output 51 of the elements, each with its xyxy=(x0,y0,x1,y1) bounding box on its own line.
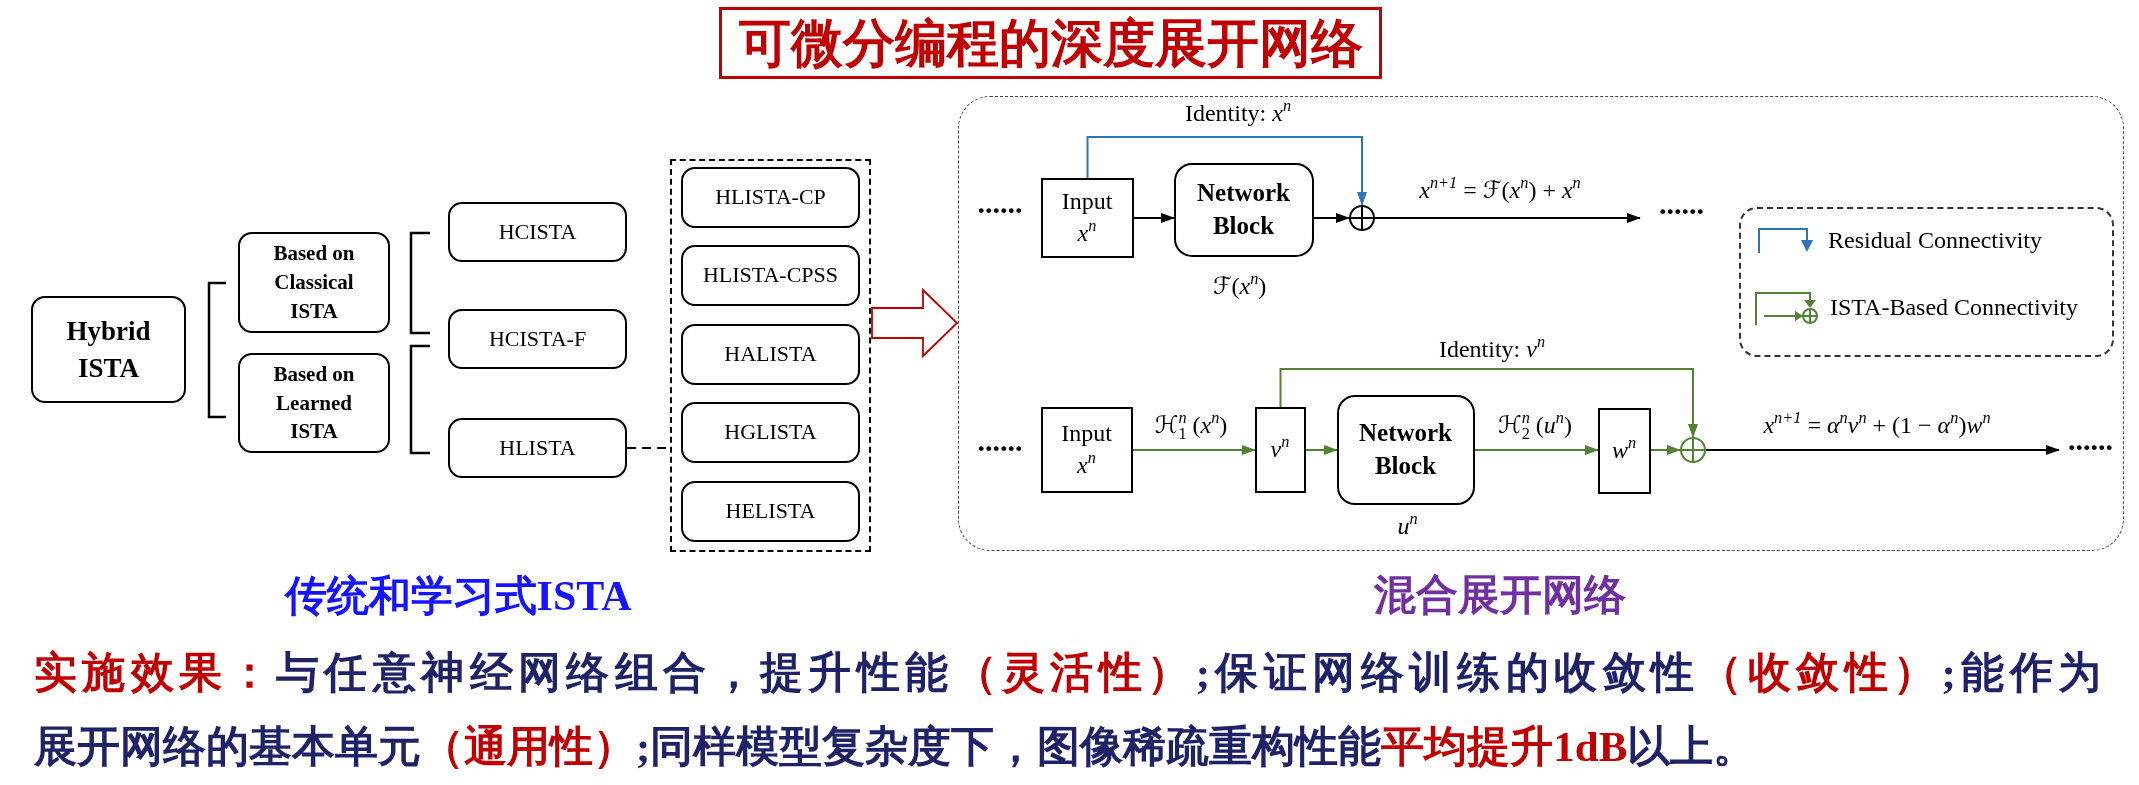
rounded-box: Based on Learned ISTA xyxy=(238,353,390,453)
body-text: 展开网络的基本单元 xyxy=(34,723,421,770)
body-text: 与任意神经网络组合，提升性能 xyxy=(276,649,954,696)
arrow xyxy=(1313,213,1350,223)
rounded-box: HELISTA xyxy=(681,481,860,542)
rounded-box: HLISTA xyxy=(448,418,627,478)
arrow xyxy=(1374,213,1641,223)
ellipsis: ...... xyxy=(976,423,1024,460)
body-text: ;保证网络训练的收敛性 xyxy=(1195,649,1700,696)
skip-arrow xyxy=(1279,368,1698,438)
ellipsis: ...... xyxy=(1639,187,1724,220)
arrow xyxy=(1474,445,1599,455)
section-caption: 混合展开网络 xyxy=(1373,570,1627,620)
ellipsis: ...... xyxy=(976,185,1024,222)
rounded-box: Based on Classical ISTA xyxy=(238,232,390,333)
sum-circle xyxy=(1348,204,1375,231)
highlight-text: （灵活性） xyxy=(953,649,1196,696)
legend-label: Residual Connectivity xyxy=(1828,226,2042,255)
ellipsis: ...... xyxy=(2058,423,2123,456)
arrow xyxy=(1305,445,1338,455)
body-text: ;同样模型复杂度下，图像稀疏重构性能 xyxy=(636,723,1382,770)
network-block: Network Block xyxy=(1336,394,1475,505)
dashed-box xyxy=(670,159,871,552)
block-arrow xyxy=(871,287,959,359)
variable-box: v$^{n}$ xyxy=(1254,406,1306,493)
arrow xyxy=(1705,445,2060,455)
title: 可微分编程的深度展开网络 xyxy=(719,7,1382,79)
body-text: ;能作为 xyxy=(1941,649,2102,696)
rounded-box: Hybrid ISTA xyxy=(31,296,186,403)
skip-arrow xyxy=(1086,136,1367,206)
rounded-box: HCISTA-F xyxy=(448,309,627,369)
section-caption: 传统和学习式ISTA xyxy=(283,571,633,621)
rounded-box: HALISTA xyxy=(681,324,860,385)
network-block: Network Block xyxy=(1173,162,1314,257)
rounded-box: HGLISTA xyxy=(681,402,860,463)
sum-circle xyxy=(1679,436,1706,463)
legend-label: ISTA-Based Connectivity xyxy=(1830,293,2079,322)
input-box: Input x$^{n}$ xyxy=(1040,177,1134,258)
rounded-box: HLISTA-CP xyxy=(681,167,860,228)
arrow xyxy=(1132,445,1256,455)
highlight-text: （收敛性） xyxy=(1699,649,1942,696)
rounded-box: HLISTA-CPSS xyxy=(681,245,860,306)
input-box: Input x$^{n}$ xyxy=(1040,406,1133,493)
rounded-box: HCISTA xyxy=(448,202,627,262)
highlight-text: 平均提升1dB xyxy=(1381,723,1628,770)
arrow xyxy=(1650,445,1681,455)
variable-box: w$^{n}$ xyxy=(1597,407,1651,494)
highlight-text: 实施效果： xyxy=(34,649,277,696)
highlight-text: （通用性） xyxy=(421,723,636,770)
body-text: 以上。 xyxy=(1627,723,1757,770)
arrow xyxy=(1133,213,1175,223)
